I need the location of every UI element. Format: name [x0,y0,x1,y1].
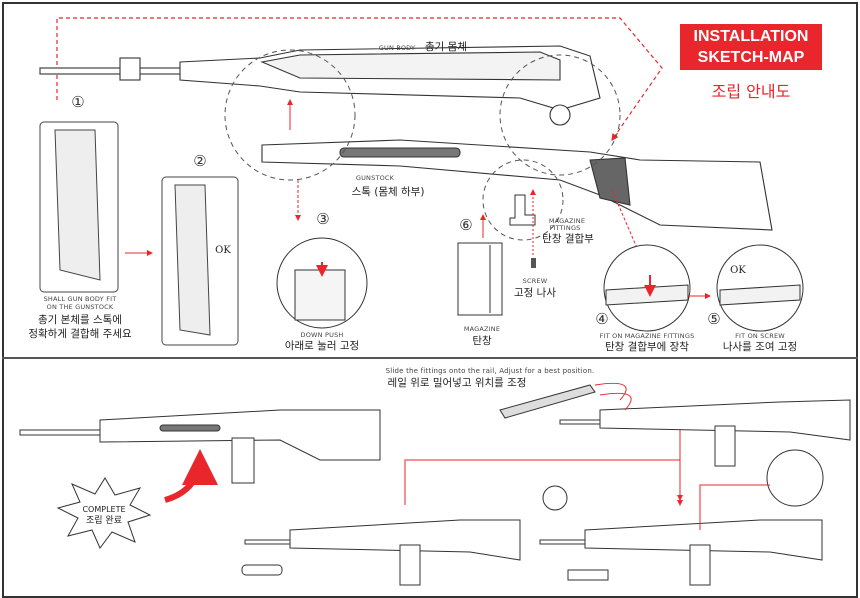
step3-label-ko: 아래로 눌러 고정 [284,340,360,352]
bottom-instruction-en: Slide the fittings onto the rail, Adjust… [385,367,595,375]
step5-label-en: FIT ON SCREW [735,332,785,340]
gunstock-label-en: GUNSTOCK [355,174,395,182]
title-badge: INSTALLATION SKETCH-MAP [680,24,822,70]
detail-circle-screw [766,449,824,507]
rail-drawing [499,384,596,419]
fittings-label-en1: MAGAZINE [548,217,586,225]
detail-circle-receiver [224,49,356,181]
bottom-instruction-ko: 레일 위로 밀어넣고 위치를 조정 [387,377,527,389]
complete-arrow [164,449,218,503]
gun-body-label-en: GUN BODY [378,44,416,52]
step2-number: ② [193,152,207,170]
complete-rifle-drawing [19,409,381,484]
bottom-rifle-right-top [559,399,851,467]
magazine-label-en: MAGAZINE [463,325,501,333]
step1-number: ① [71,93,85,111]
section-divider [2,357,858,359]
complete-label-ko: 조립 완료 [86,516,122,526]
route-dashed-line [56,17,663,141]
complete-burst [56,477,152,549]
title-korean: 조립 안내도 [711,82,791,101]
gun-body-drawing [39,45,601,126]
detail-circle-fittings [482,159,564,241]
step2-ok: OK [215,245,231,256]
step5-ok: OK [730,265,746,276]
gunstock-label-ko: 스톡 (몸체 하부) [351,186,425,198]
screw-label-en: SCREW [522,277,548,285]
step4-label-ko: 탄창 결합부에 장착 [605,341,689,353]
step3-label-en: DOWN PUSH [300,331,344,339]
step6-number: ⑥ [459,216,473,234]
step5-label-ko: 나사를 조여 고정 [722,341,798,353]
detail-circle-rear [499,54,621,176]
step4-label-en: FIT ON MAGAZINE FITTINGS [599,332,695,340]
step1-label-ko2: 정확하게 결합해 주세요 [28,328,132,340]
fittings-label-en2: FITTINGS [549,224,581,232]
gun-body-label-ko: 총기 몸체 [425,41,467,53]
step1-label-en1: SHALL GUN BODY FIT [43,295,117,303]
bottom-rifle-right [539,485,823,586]
title-line1: INSTALLATION [693,28,809,45]
step5-number: ⑤ [707,310,721,328]
screw-drawing [531,258,536,268]
gunstock-drawing [261,139,773,231]
title-line2: SKETCH-MAP [697,49,805,66]
magazine-drawing [457,242,503,316]
bottom-rifle-left [241,519,521,586]
screw-label-ko: 고정 나사 [514,287,556,299]
step4-number: ④ [595,310,609,328]
step1-label-en2: ON THE GUNSTOCK [46,303,114,311]
fittings-label-ko: 탄창 결합부 [542,233,594,245]
magazine-fittings-drawing [509,194,536,226]
step3-number: ③ [316,210,330,228]
step1-label-ko1: 총기 본체를 스톡에 [38,314,122,326]
magazine-label-ko: 탄창 [472,335,492,347]
complete-label-en: COMPLETE [82,505,126,514]
